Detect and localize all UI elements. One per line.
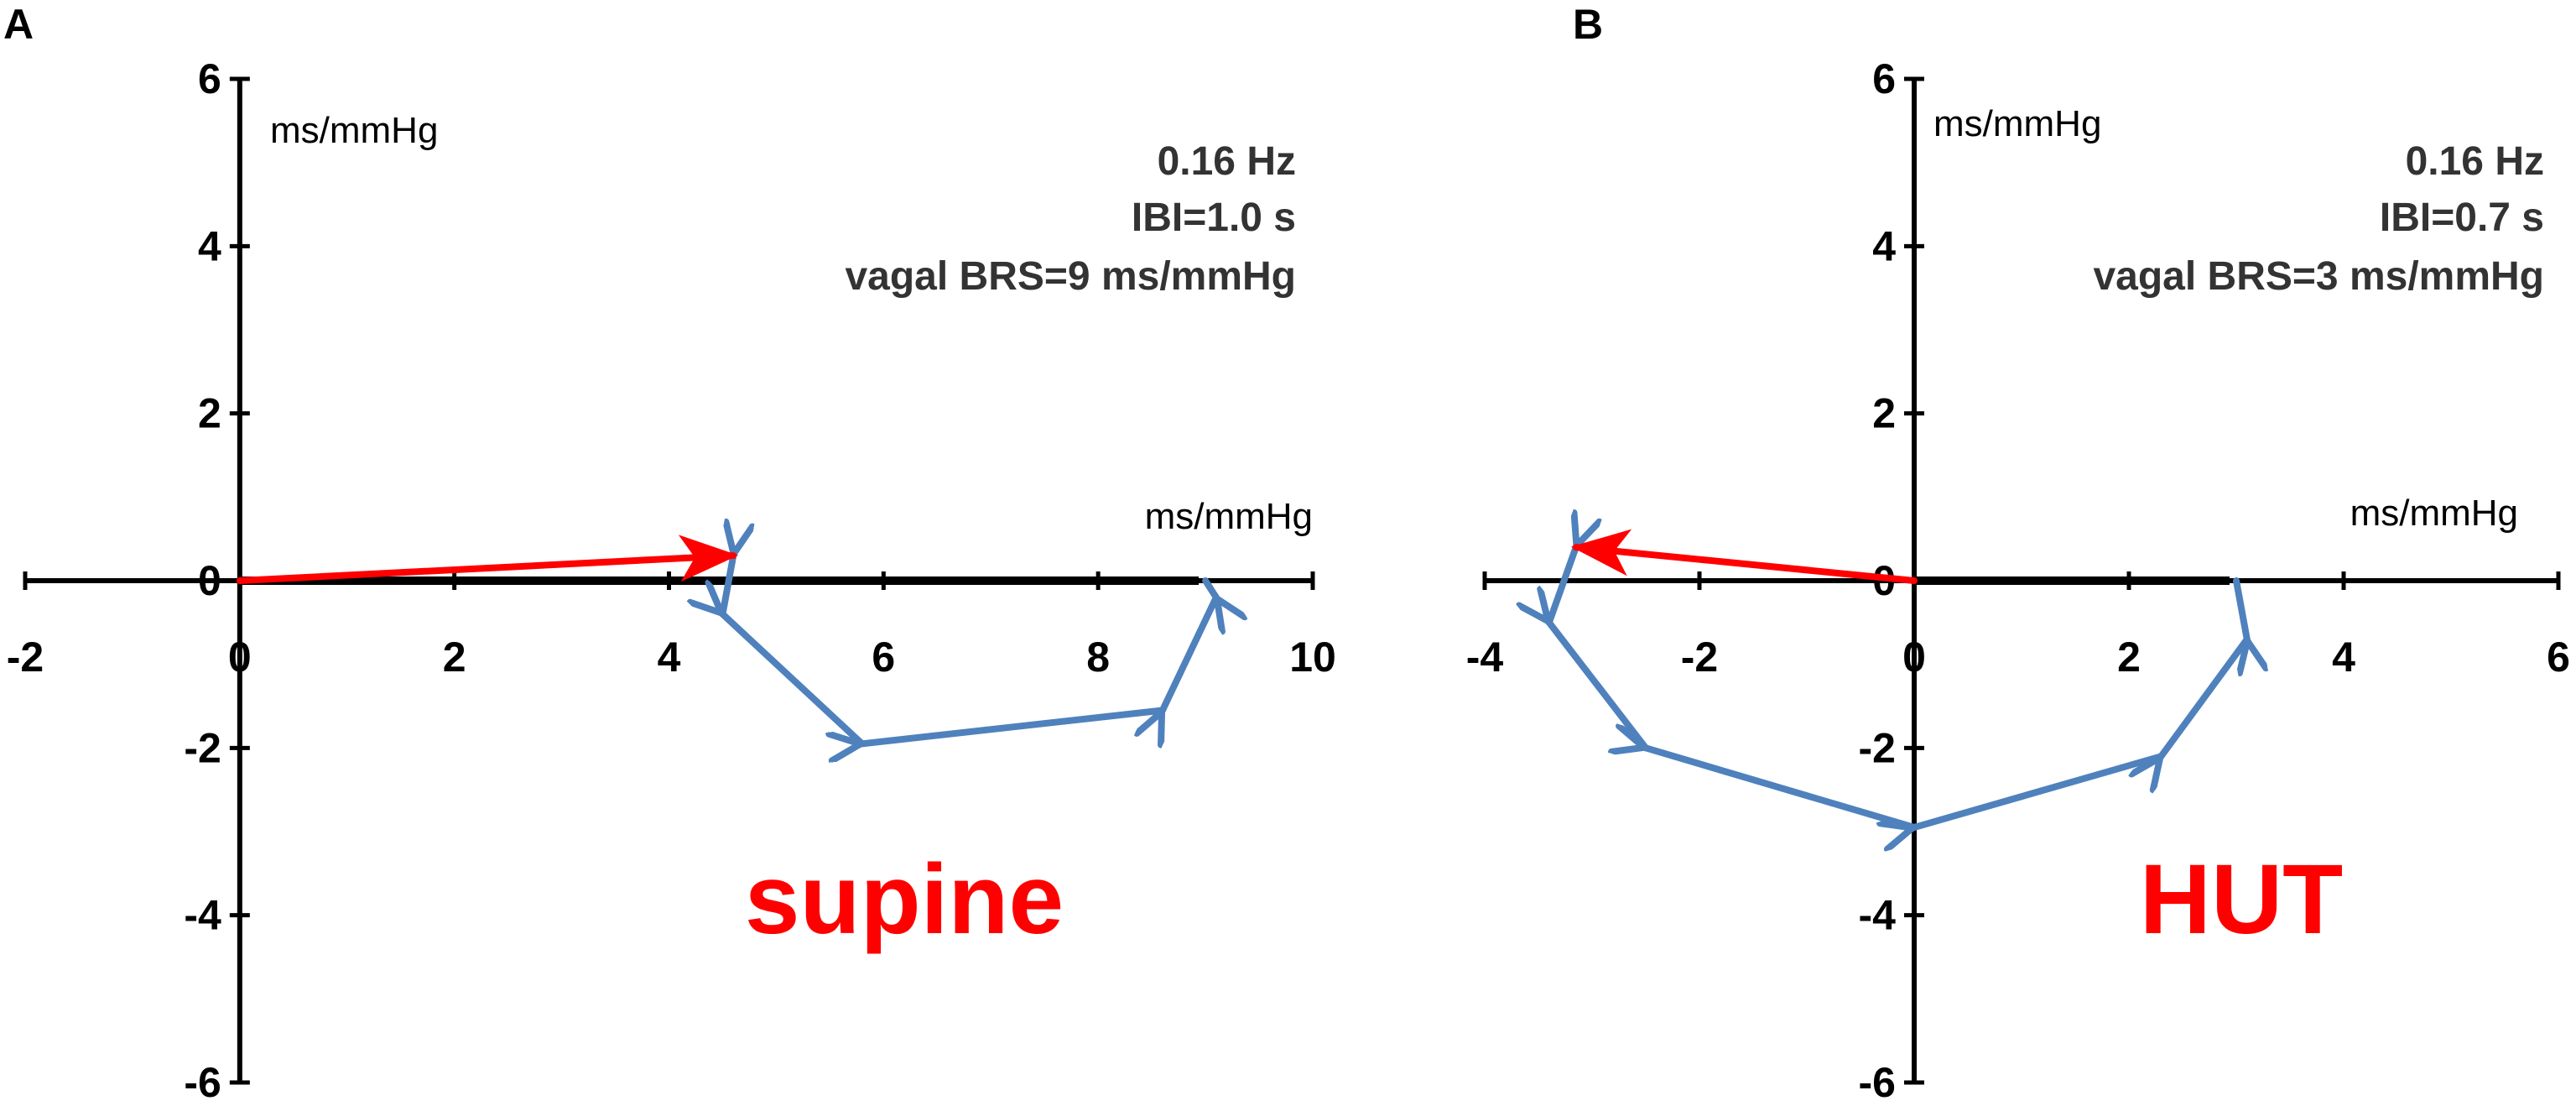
posture-label: HUT	[2140, 844, 2344, 955]
component-vector	[1163, 593, 1220, 711]
x-axis-unit: ms/mmHg	[1145, 496, 1313, 537]
panel-a: A ms/mmHg ms/mmHg 0.16 Hz IBI=1.0 s vaga…	[3, 1, 1336, 1106]
component-vector	[2161, 635, 2251, 757]
x-tick-label: 0	[1902, 634, 1926, 681]
brs-label: vagal BRS=3 ms/mmHg	[2093, 254, 2544, 299]
x-tick-label: -4	[1466, 634, 1504, 681]
y-tick-label: -4	[1859, 892, 1897, 939]
y-tick-label: 6	[1872, 55, 1896, 102]
y-axis-unit: ms/mmHg	[1933, 103, 2101, 144]
y-tick-label: -4	[184, 892, 221, 939]
x-tick-label: 4	[658, 634, 681, 681]
x-tick-label: 4	[2332, 634, 2355, 681]
component-vector	[1646, 748, 1918, 832]
panel-letter: B	[1573, 1, 1603, 48]
y-tick-label: 4	[1872, 222, 1896, 269]
x-tick-label: 6	[2547, 634, 2570, 681]
frequency-label: 0.16 Hz	[1158, 139, 1296, 184]
x-tick-label: -2	[1681, 634, 1718, 681]
x-tick-label: 2	[2117, 634, 2141, 681]
component-vector	[862, 707, 1166, 743]
x-tick-label: -2	[7, 634, 44, 681]
x-tick-label: 0	[228, 634, 252, 681]
component-vector	[2233, 577, 2247, 639]
x-tick-label: 10	[1289, 634, 1336, 681]
brs-label: vagal BRS=9 ms/mmHg	[845, 254, 1296, 299]
y-tick-label: -6	[184, 1059, 221, 1106]
x-tick-label: 2	[443, 634, 466, 681]
ibi-label: IBI=1.0 s	[1132, 196, 1296, 240]
panel-letter: A	[3, 1, 34, 48]
ibi-label: IBI=0.7 s	[2380, 196, 2544, 240]
y-tick-label: -2	[184, 724, 221, 771]
y-tick-label: -6	[1859, 1059, 1896, 1106]
y-tick-label: -2	[1859, 724, 1896, 771]
x-axis-unit: ms/mmHg	[2350, 493, 2518, 534]
component-vector	[1545, 547, 1576, 626]
posture-label: supine	[745, 844, 1064, 955]
y-tick-label: 2	[1872, 390, 1896, 437]
component-vector	[1914, 753, 2165, 827]
frequency-label: 0.16 Hz	[2406, 139, 2544, 184]
y-axis-unit: ms/mmHg	[270, 110, 438, 151]
panel-b: B ms/mmHg ms/mmHg 0.16 Hz IBI=0.7 s vaga…	[1466, 1, 2570, 1106]
y-tick-label: 4	[198, 222, 221, 269]
x-tick-label: 6	[872, 634, 895, 681]
y-tick-label: 0	[198, 557, 221, 604]
resultant-vector	[236, 535, 739, 584]
resultant-vector	[1570, 529, 1918, 584]
component-vector	[722, 614, 866, 748]
component-vector	[1549, 623, 1649, 752]
y-tick-label: 6	[198, 55, 221, 102]
x-tick-label: 8	[1086, 634, 1110, 681]
y-tick-label: 2	[198, 390, 221, 437]
